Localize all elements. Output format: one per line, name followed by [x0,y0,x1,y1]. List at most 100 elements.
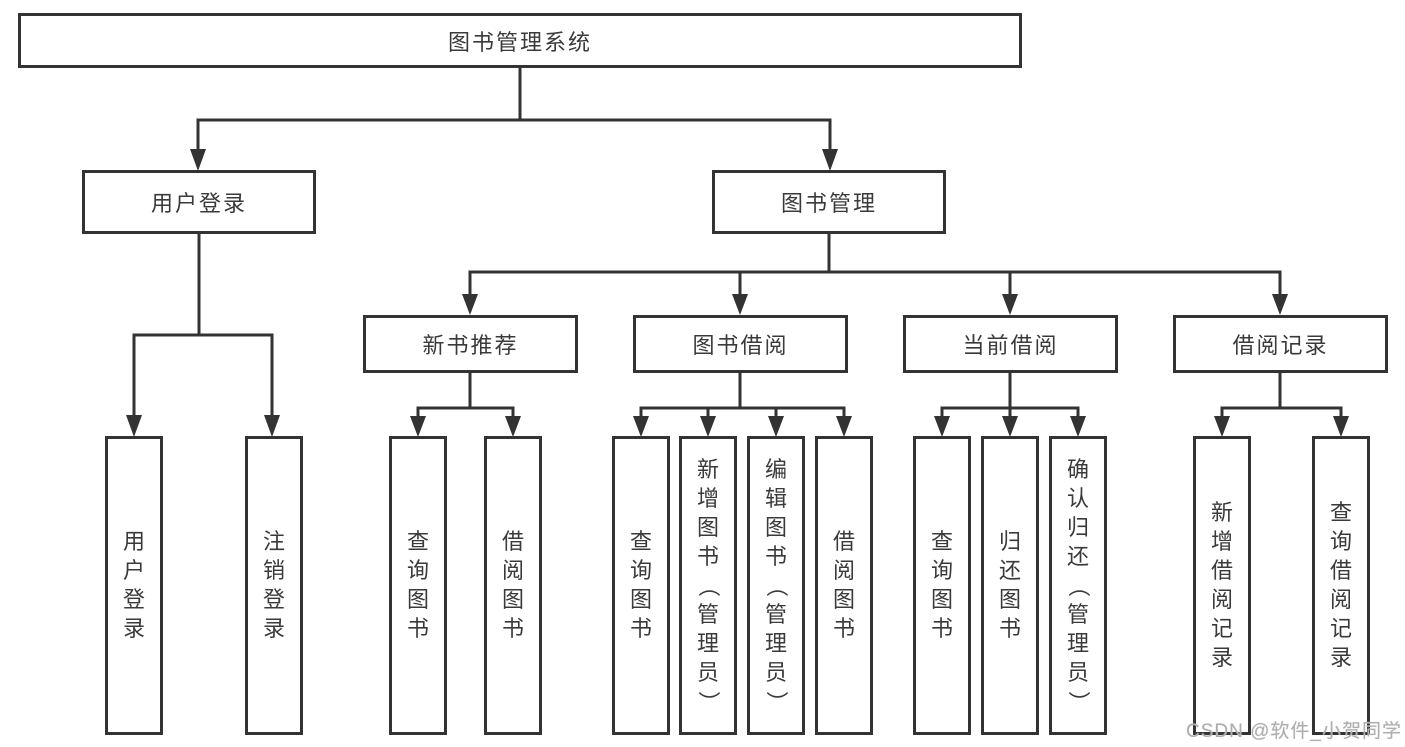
vertical-char: 书 [406,616,429,641]
leaf-borrow-books-recommend: 借阅图书 [484,436,542,735]
vertical-char: 管 [764,601,787,627]
connector-book-management-children [462,234,1288,315]
leaf-query-books-borrow: 查询图书 [612,436,670,735]
node-user-login: 用户登录 [82,170,316,234]
vertical-char: 注 [262,529,285,554]
node-library-management-system: 图书管理系统 [18,13,1022,68]
node-new-book-recommend: 新书推荐 [363,315,578,373]
watermark: CSDN @软件_小贺同学 [1186,721,1402,742]
connector-borrow-records-children [1214,373,1349,437]
vertical-char: 询 [1329,529,1352,554]
vertical-char: 编 [764,456,787,482]
leaf-user-login: 用户登录 [105,436,163,735]
vertical-char: 询 [930,558,953,583]
node-label: 图书管理系统 [447,29,592,55]
vertical-char: 书 [998,616,1021,641]
leaf-add-borrow-record: 新增借阅记录 [1193,436,1251,735]
vertical-char: 借 [1210,558,1233,583]
connector-new-book-recommend-children [410,373,521,437]
vertical-char: （ [763,574,789,597]
vertical-char: 新 [1210,500,1233,525]
vertical-char: 销 [262,558,285,583]
vertical-char: 增 [1210,529,1233,554]
connector-current-borrow-children [934,373,1086,437]
connector-user-login-children [126,234,280,437]
vertical-char: 登 [122,587,145,612]
vertical-char: 新 [696,456,719,482]
vertical-char: ） [695,690,721,713]
vertical-char: 归 [998,529,1021,554]
connector-root-to-level1 [190,68,838,171]
vertical-char: （ [695,574,721,597]
node-label: 图书借阅 [692,333,789,358]
leaf-logout: 注销登录 [245,436,303,735]
leaf-edit-books-admin: 编辑图书 （ 管理员 ） [747,436,805,735]
vertical-char: 借 [501,529,524,554]
node-current-borrow: 当前借阅 [903,315,1118,373]
vertical-char: 询 [629,558,652,583]
vertical-char: 录 [122,616,145,641]
vertical-char: 查 [930,529,953,554]
vertical-char: 管 [1066,601,1089,627]
vertical-char: 借 [832,529,855,554]
vertical-char: 理 [764,630,787,656]
vertical-char: 员 [696,659,719,685]
node-borrow-records: 借阅记录 [1173,315,1388,373]
vertical-char: 录 [1329,645,1352,670]
vertical-char: 图 [998,587,1021,612]
vertical-char: 书 [832,616,855,641]
vertical-char: 员 [764,659,787,685]
vertical-char: ） [763,690,789,713]
vertical-char: 登 [262,587,285,612]
connector-book-borrow-children [633,373,852,437]
leaf-query-books-recommend: 查询图书 [389,436,447,735]
vertical-char: 员 [1066,659,1089,685]
vertical-char: 阅 [501,558,524,583]
node-label: 用户登录 [150,191,247,216]
vertical-char: 书 [629,616,652,641]
vertical-char: 管 [696,601,719,627]
vertical-char: 确 [1066,456,1089,482]
vertical-char: 用 [122,529,145,554]
node-book-borrow: 图书借阅 [633,315,848,373]
vertical-char: 查 [406,529,429,554]
vertical-char: 增 [696,485,719,511]
vertical-char: 查 [1329,500,1352,525]
node-label: 新书推荐 [422,333,519,358]
vertical-char: 归 [1066,514,1089,540]
vertical-char: 户 [122,558,145,583]
vertical-char: 认 [1066,485,1089,511]
vertical-char: 理 [1066,630,1089,656]
vertical-char: 理 [696,630,719,656]
vertical-char: 阅 [1210,587,1233,612]
leaf-query-books-current: 查询图书 [913,436,971,735]
leaf-confirm-return-admin: 确认归还（管理员） [1049,436,1107,735]
vertical-char: 记 [1329,616,1352,641]
vertical-char: 图 [930,587,953,612]
vertical-char: 阅 [1329,587,1352,612]
leaf-query-borrow-record: 查询借阅记录 [1312,436,1370,735]
vertical-char: 录 [1210,645,1233,670]
vertical-char: 图 [832,587,855,612]
vertical-char: 还 [998,558,1021,583]
vertical-char: 录 [262,616,285,641]
vertical-char: 书 [696,543,719,569]
vertical-char: 图 [501,587,524,612]
vertical-char: 图 [696,514,719,540]
node-label: 借阅记录 [1232,333,1329,358]
vertical-char: 书 [930,616,953,641]
vertical-char: 书 [764,543,787,569]
vertical-char: 图 [406,587,429,612]
vertical-char: 询 [406,558,429,583]
vertical-char: 辑 [764,485,787,511]
vertical-char: 借 [1329,558,1352,583]
vertical-char: 图 [764,514,787,540]
leaf-borrow-books: 借阅图书 [815,436,873,735]
vertical-char: （ [1065,574,1091,597]
node-label: 图书管理 [780,191,877,216]
leaf-add-books-admin: 新增图书 （ 管理员 ） [679,436,737,735]
vertical-char: 记 [1210,616,1233,641]
node-label: 当前借阅 [962,333,1059,358]
